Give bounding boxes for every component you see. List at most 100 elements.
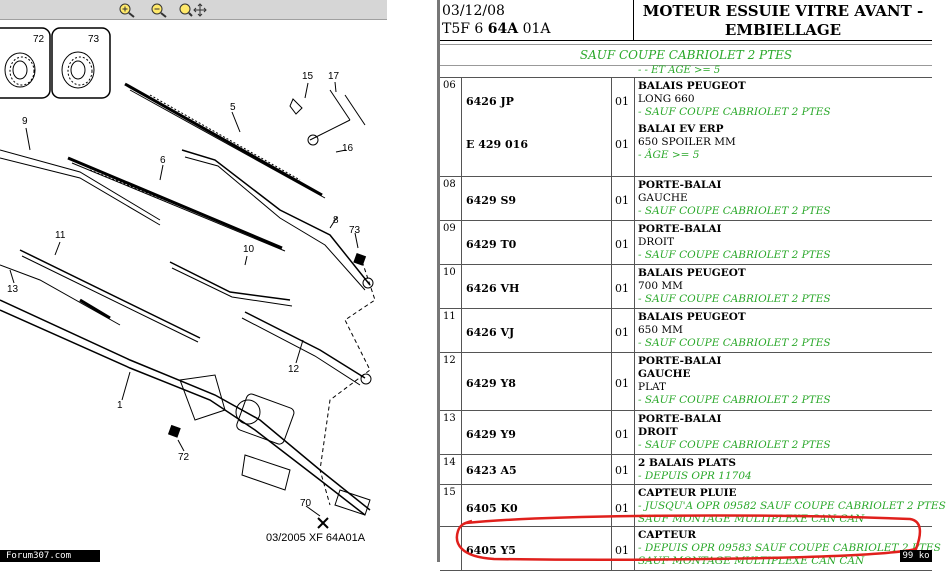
part-quantity: 01 [615,428,629,441]
part-reference[interactable]: 6429 Y9 [466,428,516,441]
part-reference[interactable]: 6426 VH [466,282,520,295]
part-reference[interactable]: 6429 S9 [466,194,517,207]
part-quantity: 01 [615,138,629,151]
qty-column: 01 [611,309,635,352]
applicability-note: - SAUF COUPE CABRIOLET 2 PTES [638,106,831,118]
part-quantity: 01 [615,282,629,295]
part-detail: 650 SPOILER MM [638,136,736,148]
row-number: 11 [440,309,462,352]
part-reference[interactable]: 6429 Y8 [466,376,516,390]
part-name: PORTE-BALAI [638,223,722,235]
applicability-note: - DEPUIS OPR 09583 SAUF COUPE CABRIOLET … [638,542,941,554]
part-reference[interactable]: 6423 A5 [466,463,517,477]
callout-15: 15 [302,71,314,82]
part-reference[interactable]: 6405 K0 [466,502,518,515]
row-number: 13 [440,411,462,454]
part-reference[interactable]: 6426 VJ [466,326,515,339]
part-name: GAUCHE [638,368,691,380]
row-number: 09 [440,221,462,264]
row-number: 12 [440,353,462,410]
diagram-pane: 72 73 15 17 5 9 16 6 8 73 10 11 13 12 1 … [0,0,437,562]
part-name: 2 BALAIS PLATS [638,457,736,469]
part-reference[interactable]: 6429 T0 [466,238,517,251]
qty-column: 01 [611,527,635,570]
part-detail: LONG 660 [638,93,695,105]
forum-watermark: Forum307.com [0,550,100,562]
table-row[interactable]: 01 6405 Y5 CAPTEUR- DEPUIS OPR 09583 SAUF … [440,527,941,571]
callout-72: 72 [178,452,190,463]
part-quantity: 01 [615,376,629,390]
applicability-note: - SAUF COUPE CABRIOLET 2 PTES [638,293,831,305]
part-reference[interactable]: E 429 016 [466,138,528,151]
applicability-note: - JUSQU'A OPR 09582 SAUF COUPE CABRIOLET… [638,500,946,512]
zoom-toolbar [0,0,387,20]
part-detail: 700 MM [638,280,683,292]
callout-11: 11 [55,230,66,241]
applicability-note: - SAUF COUPE CABRIOLET 2 PTES [638,439,831,451]
applicability-note: - SAUF COUPE CABRIOLET 2 PTES [638,337,831,349]
part-reference[interactable]: 6426 JP [466,95,514,108]
part-quantity: 01 [615,544,629,557]
previous-row-fragment: - - ET AGE >= 5 [638,65,721,76]
pane-divider[interactable] [437,0,440,562]
part-name: BALAIS PEUGEOT [638,267,746,279]
callout-13: 13 [7,284,19,295]
applicability-note: - SAUF COUPE CABRIOLET 2 PTES [638,394,831,406]
part-quantity: 01 [615,326,629,339]
part-name: CAPTEUR PLUIE [638,487,737,499]
callout-16: 16 [342,143,354,154]
header-info: 03/12/08 T5F 6 64A 01A [440,0,634,40]
table-row[interactable]: 14 01 6423 A5 2 BALAIS PLATS- DEPUIS OPR 11… [440,455,932,485]
part-name: BALAIS PEUGEOT [638,80,746,92]
part-name: DROIT [638,426,678,438]
callout-17: 17 [328,71,340,82]
part-description: CAPTEUR PLUIE- JUSQU'A OPR 09582 SAUF CO… [638,487,946,526]
callout-9: 9 [22,116,28,127]
exploded-parts-diagram: 72 73 15 17 5 9 16 6 8 73 10 11 13 12 1 … [0,27,376,529]
applicability-note: SAUF MONTAGE MULTIPLEXE CAN CAN [638,513,865,525]
callout-1: 1 [117,400,123,411]
part-name: CAPTEUR [638,529,697,541]
row-number [440,527,462,570]
inset-box-73 [51,27,111,99]
qty-column: 01 [611,455,635,484]
header-divider [440,40,932,41]
part-detail: DROIT [638,236,675,248]
callout-10: 10 [243,244,255,255]
part-quantity: 01 [615,238,629,251]
callout-72-inset: 72 [33,34,45,45]
callout-73-inset: 73 [88,34,100,45]
row-number: 06 [440,78,462,176]
part-name: BALAIS PEUGEOT [638,311,746,323]
diagram-reference-stamp: 03/2005 XF 64A01A [266,532,366,544]
part-reference[interactable]: 6405 Y5 [466,544,516,557]
row-number: 08 [440,177,462,220]
zoom-out-icon[interactable] [150,2,168,18]
zoom-in-icon[interactable] [118,2,136,18]
part-name: BALAI EV ERP [638,123,724,135]
part-description: 2 BALAIS PLATS- DEPUIS OPR 11704 [638,457,932,483]
page-title: MOTEUR ESSUIE VITRE AVANT - EMBIELLAGE [642,2,924,39]
qty-column: 01 [611,353,635,410]
parts-list-pane: 03/12/08 T5F 6 64A 01A MOTEUR ESSUIE VIT… [440,0,946,571]
part-detail: PLAT [638,381,667,393]
callout-8: 8 [333,215,339,226]
row-number: 14 [440,455,462,484]
pan-move-icon[interactable] [178,2,208,18]
